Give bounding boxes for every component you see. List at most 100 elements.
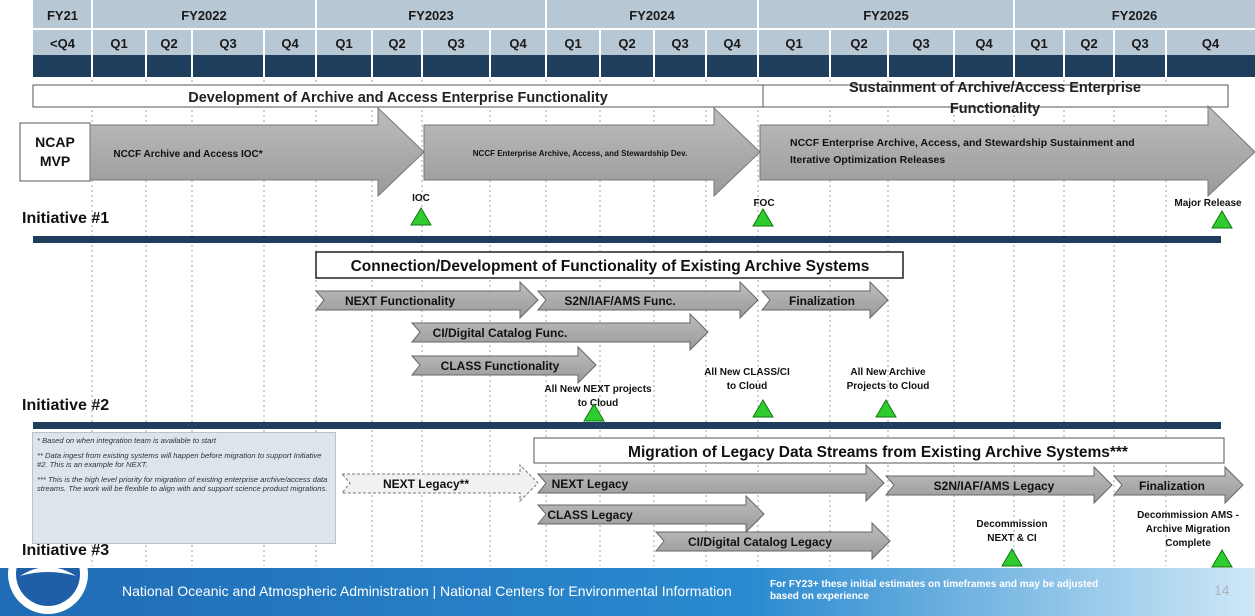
milestone-ioc-label: IOC xyxy=(412,193,430,204)
milestone-decom-ams-line3: Complete xyxy=(1165,538,1211,549)
footer-note: For FY23+ these initial estimates on tim… xyxy=(770,579,1099,602)
quarter-label: Q3 xyxy=(912,36,929,51)
arrow-class-legacy-label: CLASS Legacy xyxy=(547,508,633,522)
quarter-label: Q2 xyxy=(1080,36,1097,51)
milestone-archive-cloud-line1: All New Archive xyxy=(850,367,926,378)
quarter-label: Q1 xyxy=(785,36,802,51)
quarter-label: Q3 xyxy=(447,36,464,51)
arrow-s2n-func-label: S2N/IAF/AMS Func. xyxy=(564,294,675,308)
arrow-finalization-3 xyxy=(1112,465,1244,505)
milestone-next-cloud-marker xyxy=(583,403,605,422)
milestone-decom-ams-marker xyxy=(1211,549,1233,568)
footer-org: National Oceanic and Atmospheric Adminis… xyxy=(122,583,732,599)
quarter-label: Q2 xyxy=(160,36,177,51)
milestone-major-release-label: Major Release xyxy=(1174,198,1242,209)
milestone-archive-cloud-line2: Projects to Cloud xyxy=(847,381,930,392)
fiscal-year-label: FY2022 xyxy=(181,8,227,23)
milestone-decom-next-line1: Decommission xyxy=(976,519,1047,530)
initiative1-banner-right-line1: Sustainment of Archive/Access Enterprise xyxy=(849,80,1141,96)
arrow-ci-catalog-legacy-label: CI/Digital Catalog Legacy xyxy=(688,535,832,549)
quarter-label: Q1 xyxy=(1030,36,1047,51)
arrow-next-legacy-prelim xyxy=(340,463,539,503)
timeline-header-bar xyxy=(33,55,1255,77)
quarter-label: Q1 xyxy=(110,36,127,51)
fiscal-year-label: FY21 xyxy=(47,8,78,23)
quarter-label: Q2 xyxy=(388,36,405,51)
milestone-decom-ams-line1: Decommission AMS - xyxy=(1137,510,1239,521)
milestone-decom-next-marker xyxy=(1001,548,1023,567)
footnote-1: * Based on when integration team is avai… xyxy=(37,436,216,445)
milestone-foc-marker xyxy=(752,208,774,227)
arrow-sustainment-label-1: NCCF Enterprise Archive, Access, and Ste… xyxy=(790,137,1135,149)
footer-bar: National Oceanic and Atmospheric Adminis… xyxy=(0,568,1255,616)
quarter-label: Q3 xyxy=(671,36,688,51)
quarter-label: Q4 xyxy=(509,36,527,51)
arrow-ci-catalog-func xyxy=(410,312,709,352)
quarter-label: Q2 xyxy=(618,36,635,51)
quarter-label: Q4 xyxy=(975,36,993,51)
initiative1-divider xyxy=(33,236,1221,243)
initiative1-label: Initiative #1 xyxy=(22,210,109,227)
milestone-ioc-marker xyxy=(410,207,432,226)
footnotes-box: * Based on when integration team is avai… xyxy=(32,432,336,544)
quarter-label: Q2 xyxy=(850,36,867,51)
milestone-decom-ams-line2: Archive Migration xyxy=(1146,524,1230,535)
arrow-next-functionality xyxy=(314,280,539,320)
arrow-ci-catalog-legacy xyxy=(654,521,891,561)
arrow-finalization-2 xyxy=(760,280,889,320)
ncap-mvp-box xyxy=(19,122,91,182)
milestone-class-cloud-line2: to Cloud xyxy=(727,381,768,392)
quarter-label: Q3 xyxy=(219,36,236,51)
arrow-ci-catalog-func-label: CI/Digital Catalog Func. xyxy=(433,326,568,340)
initiative2-title: Connection/Development of Functionality … xyxy=(351,258,870,275)
arrow-next-legacy-prelim-label: NEXT Legacy** xyxy=(383,477,469,491)
ncap-label: NCAP xyxy=(35,134,75,150)
arrow-ioc-label: NCCF Archive and Access IOC* xyxy=(113,149,262,160)
milestone-archive-cloud-marker xyxy=(875,399,897,418)
quarter-label: Q4 xyxy=(1202,36,1220,51)
milestone-next-cloud-line2: to Cloud xyxy=(578,398,619,409)
arrow-s2n-func xyxy=(536,280,759,320)
initiative1-banner-left-text: Development of Archive and Access Enterp… xyxy=(188,90,608,106)
arrow-next-legacy-label: NEXT Legacy xyxy=(552,477,629,491)
arrow-class-functionality-label: CLASS Functionality xyxy=(441,359,560,373)
quarter-label: Q1 xyxy=(564,36,581,51)
initiative3-title: Migration of Legacy Data Streams from Ex… xyxy=(628,444,1129,461)
page-number: 14 xyxy=(1214,582,1230,598)
fiscal-year-label: FY2026 xyxy=(1112,8,1158,23)
arrow-class-functionality xyxy=(410,345,597,385)
quarter-label: Q4 xyxy=(281,36,299,51)
initiative3-label: Initiative #3 xyxy=(22,542,109,559)
milestone-decom-next-line2: NEXT & CI xyxy=(987,533,1037,544)
arrow-next-legacy xyxy=(536,463,885,503)
noaa-logo xyxy=(0,568,88,616)
initiative2-divider xyxy=(33,422,1221,429)
quarter-label: Q3 xyxy=(1131,36,1148,51)
footnote-3: *** This is the high level priority for … xyxy=(37,475,328,493)
initiative2-label: Initiative #2 xyxy=(22,397,109,414)
arrow-sustainment xyxy=(759,104,1255,198)
initiative1-banner-right-line2: Functionality xyxy=(950,101,1040,117)
arrow-next-functionality-label: NEXT Functionality xyxy=(345,294,455,308)
fiscal-year-label: FY2025 xyxy=(863,8,909,23)
initiative2-title-box xyxy=(315,251,904,279)
quarter-label: <Q4 xyxy=(50,36,76,51)
milestone-class-cloud-line1: All New CLASS/CI xyxy=(704,367,790,378)
quarter-label: Q1 xyxy=(335,36,352,51)
milestone-class-cloud-marker xyxy=(752,399,774,418)
fiscal-year-label: FY2023 xyxy=(408,8,454,23)
milestone-major-release-marker xyxy=(1211,210,1233,229)
footnote-2: ** Data ingest from existing systems wil… xyxy=(37,451,322,469)
quarter-label: Q4 xyxy=(723,36,741,51)
arrow-s2n-legacy xyxy=(884,465,1113,505)
milestone-foc-label: FOC xyxy=(753,198,774,209)
initiative3-title-box xyxy=(533,437,1225,464)
arrow-finalization-2-label: Finalization xyxy=(789,294,855,308)
arrow-finalization-3-label: Finalization xyxy=(1139,479,1205,493)
arrow-ioc xyxy=(89,106,425,198)
arrow-enterprise-dev-label: NCCF Enterprise Archive, Access, and Ste… xyxy=(473,149,687,158)
arrow-s2n-legacy-label: S2N/IAF/AMS Legacy xyxy=(934,479,1055,493)
arrow-enterprise-dev xyxy=(423,106,761,198)
mvp-label: MVP xyxy=(40,153,70,169)
